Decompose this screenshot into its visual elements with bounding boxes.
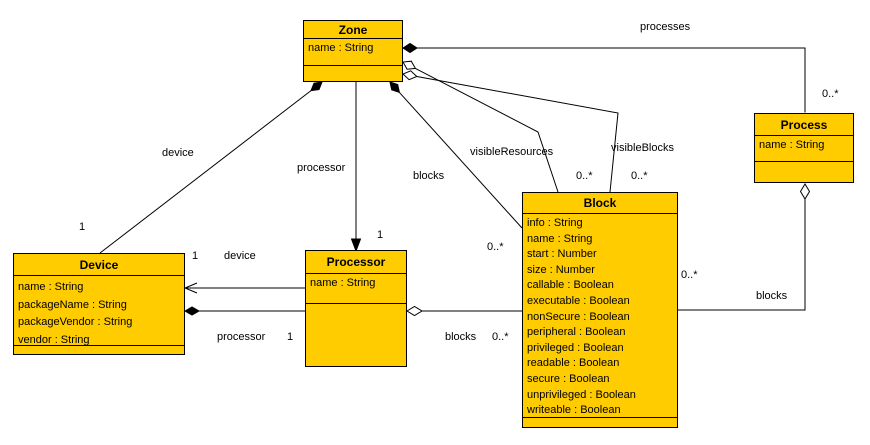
class-processor-operations [306, 303, 406, 366]
attribute: nonSecure : Boolean [527, 310, 630, 323]
attribute: info : String [527, 217, 583, 229]
association-processor-device[interactable] [183, 282, 305, 294]
role-label-processes: processes [640, 21, 691, 33]
class-zone-operations [304, 65, 402, 81]
association-line [678, 199, 806, 311]
association-zone-block-visibleresources[interactable] [402, 60, 559, 193]
attribute: readable : Boolean [527, 357, 620, 370]
attribute: peripheral : Boolean [527, 326, 626, 339]
multiplicity-zone-processor: 1 [377, 229, 384, 241]
role-label-process-blocks: blocks [756, 290, 788, 302]
multiplicity-device-processor: 1 [287, 331, 294, 343]
attribute: secure : Boolean [527, 372, 610, 385]
open-arrowhead [183, 282, 198, 294]
composition-diamond [183, 306, 201, 316]
attribute: size : Number [527, 263, 595, 276]
association-zone-device[interactable] [99, 81, 323, 254]
attribute: packageName : String [18, 298, 127, 311]
multiplicity-visibleblocks: 0..* [631, 170, 648, 182]
attribute: name : String [527, 232, 593, 245]
association-zone-block-visibleblocks[interactable] [402, 70, 619, 193]
class-processor[interactable]: Processor name : String [305, 250, 407, 367]
class-process-operations [755, 161, 853, 182]
multiplicity-zone-blocks: 0..* [487, 241, 504, 253]
multiplicity-processes: 0..* [822, 88, 839, 100]
attribute: name : String [759, 139, 825, 151]
attribute: name : String [308, 42, 374, 54]
class-process[interactable]: Process name : String [754, 113, 854, 183]
attribute: name : String [310, 277, 376, 289]
multiplicity-process-blocks: 0..* [681, 269, 698, 281]
multiplicity-processor-device: 1 [192, 250, 199, 262]
attribute: writeable : Boolean [527, 404, 621, 417]
role-label-processor-device: device [224, 250, 256, 262]
class-block-operations [523, 417, 677, 427]
attribute: callable : Boolean [527, 279, 614, 292]
multiplicity-visibleresources: 0..* [576, 170, 593, 182]
multiplicity-zone-device: 1 [79, 221, 86, 233]
class-device-attributes: name : String packageName : String packa… [14, 276, 184, 345]
aggregation-diamond [799, 183, 811, 200]
attribute: executable : Boolean [527, 294, 630, 307]
association-device-processor[interactable] [183, 306, 305, 316]
association-line [415, 67, 559, 193]
class-processor-attributes: name : String [306, 274, 406, 303]
attribute: packageVendor : String [18, 316, 133, 328]
role-label-visibleresources: visibleResources [470, 146, 554, 158]
class-device-operations [14, 345, 184, 354]
class-zone-title: Zone [304, 21, 402, 39]
association-processor-block[interactable] [406, 305, 522, 317]
association-line [416, 76, 619, 193]
attribute: unprivileged : Boolean [527, 388, 636, 401]
composition-diamond [402, 42, 418, 54]
role-label-visibleblocks: visibleBlocks [611, 142, 674, 154]
association-process-block[interactable] [678, 183, 811, 311]
association-line [99, 90, 312, 254]
aggregation-diamond [402, 60, 417, 70]
attribute: name : String [18, 281, 84, 293]
aggregation-diamond [406, 305, 423, 317]
class-process-title: Process [755, 114, 853, 136]
class-zone[interactable]: Zone name : String [303, 20, 403, 82]
arrowhead [350, 238, 362, 253]
attribute: privileged : Boolean [527, 341, 624, 354]
role-label-device-processor: processor [217, 331, 266, 343]
class-processor-title: Processor [306, 251, 406, 274]
class-block-attributes: info : String name : String start : Numb… [523, 214, 677, 417]
attribute: start : Number [527, 248, 597, 261]
class-block-title: Block [523, 193, 677, 214]
association-zone-block-blocks[interactable] [389, 81, 523, 229]
class-device[interactable]: Device name : String packageName : Strin… [13, 253, 185, 355]
class-block[interactable]: Block info : String name : String start … [522, 192, 678, 428]
role-label-processor-blocks: blocks [445, 331, 477, 343]
composition-diamond [389, 81, 401, 94]
composition-diamond [310, 81, 323, 92]
role-label-zone-device: device [162, 147, 194, 159]
role-label-zone-blocks: blocks [413, 170, 445, 182]
class-process-attributes: name : String [755, 136, 853, 161]
multiplicity-processor-blocks: 0..* [492, 331, 509, 343]
attribute: vendor : String [18, 333, 90, 346]
association-zone-process[interactable] [402, 42, 806, 113]
class-device-title: Device [14, 254, 184, 276]
aggregation-diamond [402, 70, 418, 81]
class-zone-attributes: name : String [304, 39, 402, 65]
association-zone-processor[interactable] [350, 82, 362, 253]
role-label-zone-processor: processor [297, 162, 346, 174]
association-line [399, 92, 523, 229]
association-line [417, 47, 806, 113]
